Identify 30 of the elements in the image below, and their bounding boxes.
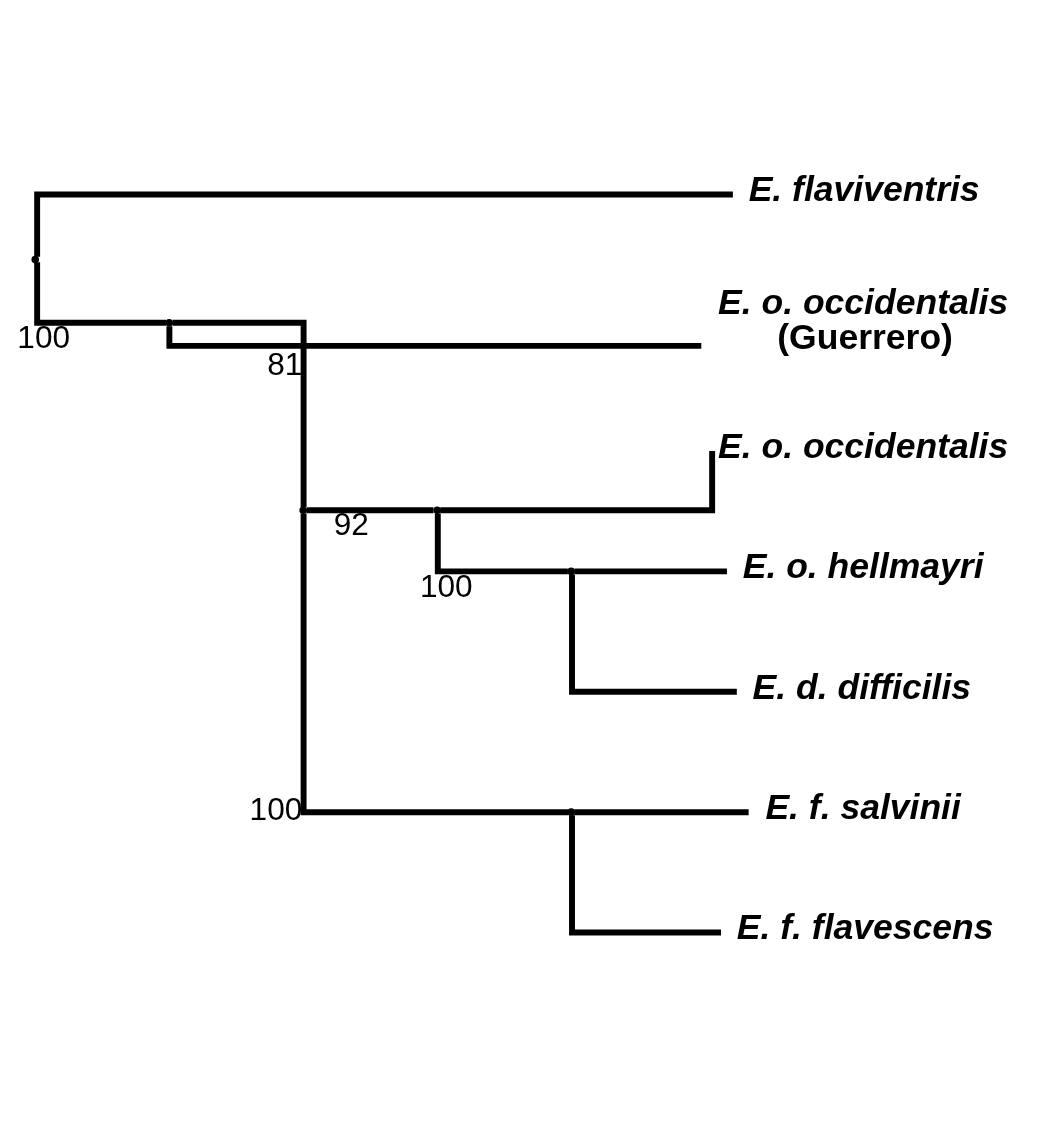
connector (300, 513, 569, 815)
node-text: E. o. occidentalis (Guerrero) (718, 281, 1009, 357)
connector (172, 319, 307, 507)
node-text: E. d. difficilis (752, 666, 972, 706)
edge-label: 81 (267, 345, 303, 382)
node-text: E. o. hellmayri (742, 545, 984, 586)
connector (34, 261, 166, 326)
node-point (567, 807, 575, 816)
node-text: E. f. salvinii (765, 786, 961, 827)
node-point (31, 255, 40, 263)
connector (569, 573, 737, 695)
connector (440, 450, 716, 513)
edge-label: 100 (249, 790, 303, 827)
node-point (165, 318, 174, 327)
connector (569, 814, 722, 936)
connector (306, 506, 434, 513)
node-point (433, 505, 441, 514)
edge-label: 92 (333, 505, 369, 542)
node-text: E. flaviventris (748, 168, 980, 209)
node-point (299, 505, 308, 514)
edge-label: 100 (419, 567, 473, 604)
node-point (567, 567, 575, 575)
node-text: E. o. occidentalis (718, 425, 1009, 466)
connector (166, 325, 702, 349)
connector (574, 567, 727, 574)
connector (434, 513, 568, 574)
edge-label: 100 (17, 318, 71, 355)
node-text: E. f. flavescens (736, 906, 994, 947)
connector (34, 190, 733, 257)
connector (574, 808, 749, 815)
